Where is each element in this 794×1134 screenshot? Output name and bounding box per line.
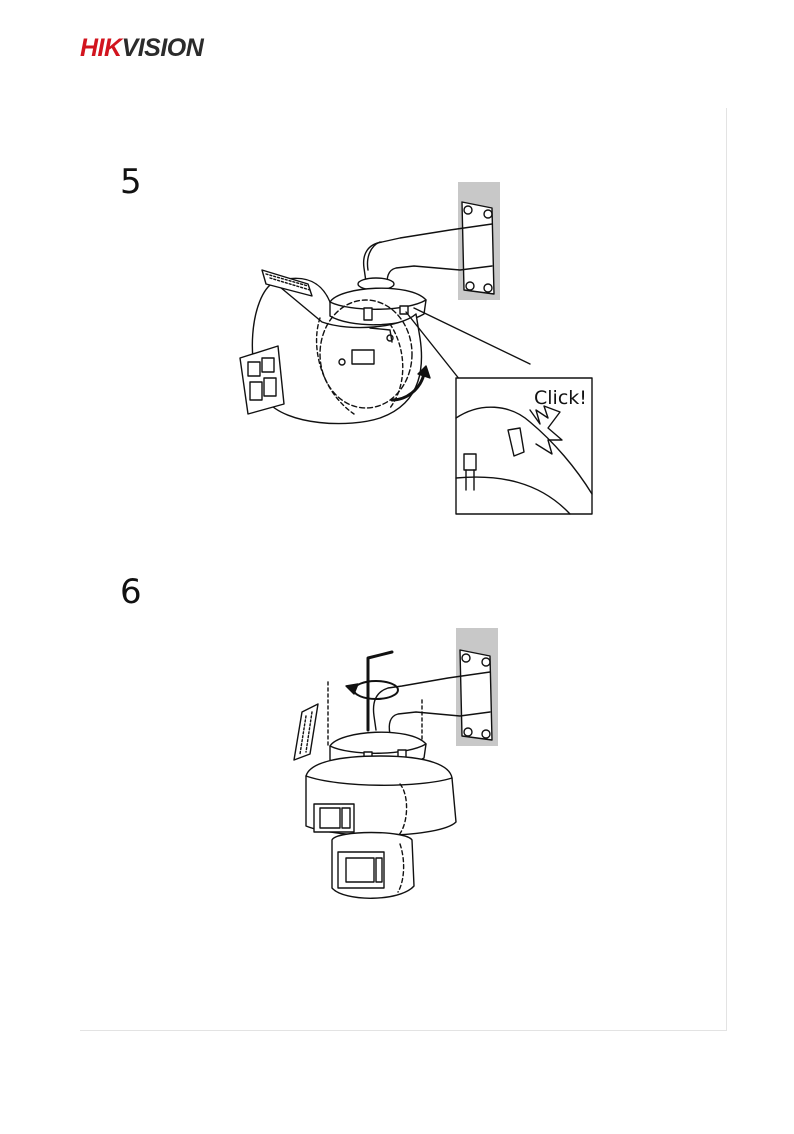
- step-number-6: 6: [120, 572, 142, 612]
- page-frame-bottom: [80, 1030, 727, 1031]
- hikvision-logo: HIKVISION: [80, 34, 225, 62]
- click-callout-text: Click!: [534, 387, 587, 409]
- logo-text-gray: VISION: [122, 34, 204, 62]
- page-frame-right: [726, 108, 727, 1030]
- step-number-5: 5: [120, 162, 142, 202]
- tighten-screw-hex-key-illustration: [280, 626, 510, 908]
- logo-text-red: HIK: [80, 34, 122, 62]
- camera-mount-clockwise-rotation-illustration: Click!: [230, 178, 600, 518]
